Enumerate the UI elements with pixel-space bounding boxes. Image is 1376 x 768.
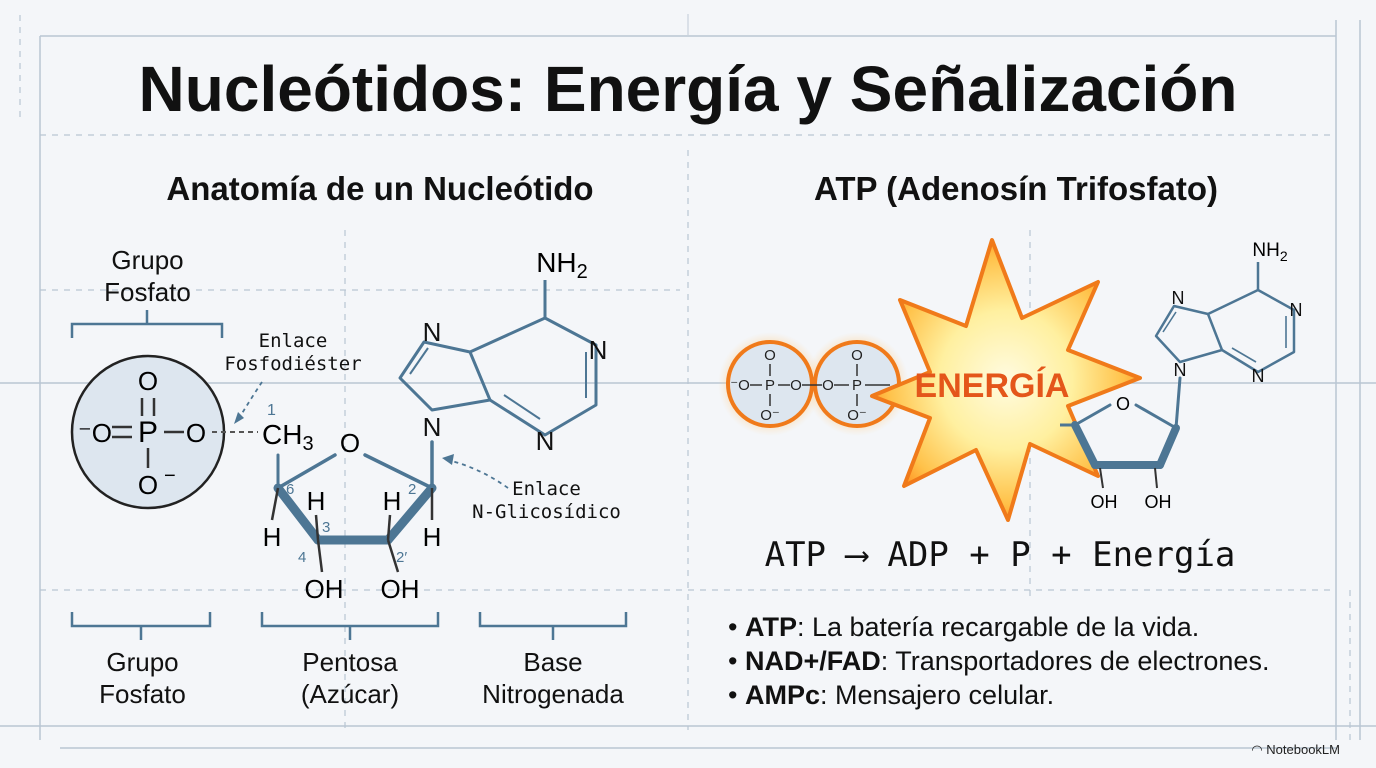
atp-heading: ATP (Adenosín Trifosfato) bbox=[814, 170, 1218, 207]
atp-p1: P bbox=[765, 377, 775, 394]
atp-p2-o-bottom: O⁻ bbox=[847, 407, 867, 424]
phosphodiester-bond-label: Enlace Fosfodiéster bbox=[218, 330, 368, 376]
adenine-N3: N bbox=[536, 426, 555, 456]
carbon-number-1: 1 bbox=[267, 402, 276, 419]
phosphodiester-label-line2: Fosfodiéster bbox=[224, 353, 362, 375]
oh-group-3: OH bbox=[305, 574, 344, 604]
phosphate-O-right: O bbox=[186, 418, 206, 448]
bottom-label-base: Base Nitrogenada bbox=[462, 646, 644, 710]
nucleotide-anatomy-heading: Anatomía de un Nucleótido bbox=[166, 170, 594, 207]
bullet-text-atp: : La batería recargable de la vida. bbox=[796, 612, 1200, 642]
bottom-label-pentose-line2: (Azúcar) bbox=[300, 679, 400, 709]
page-title: Nucleótidos: Energía y Señalización bbox=[138, 53, 1238, 125]
carbon-number-3: 3 bbox=[322, 519, 330, 536]
atp-adenine-N1: N bbox=[1290, 300, 1303, 320]
atp-p1-o-bottom: O⁻ bbox=[760, 407, 780, 424]
bullet-term-ampc: AMPc bbox=[744, 680, 820, 710]
h-atom-c5: H bbox=[263, 522, 282, 552]
atp-adenine-N3: N bbox=[1252, 366, 1265, 386]
adenine-N1: N bbox=[589, 335, 608, 365]
bottom-label-pentose-line1: Pentosa bbox=[302, 647, 398, 677]
bottom-label-base-line1: Base bbox=[523, 647, 583, 677]
notebooklm-watermark: ◠ NotebookLM bbox=[1251, 742, 1340, 758]
h-atom-c1: H bbox=[423, 522, 442, 552]
atp-ribose-O: O bbox=[1116, 394, 1130, 414]
phosphate-O-top: O bbox=[138, 366, 158, 396]
carbon-number-4: 4 bbox=[298, 549, 306, 566]
h-atom-c2: H bbox=[383, 486, 402, 516]
watermark-text: NotebookLM bbox=[1266, 742, 1340, 757]
atp-p1-o-left: ⁻O bbox=[730, 377, 750, 394]
top-phosphate-label-line1: Grupo bbox=[111, 245, 184, 275]
list-item: • NAD+/FAD: Transportadores de electrone… bbox=[728, 646, 1270, 676]
atp-adenine-N7: N bbox=[1172, 288, 1185, 308]
pentose-ring-O: O bbox=[340, 428, 360, 458]
phosphate-minus: − bbox=[164, 465, 176, 487]
nucleotide-structure: P O ⁻O O O − CH3 1 O H H H H OH OH 6 bbox=[70, 247, 628, 640]
carbon-number-2-prime: 2′ bbox=[396, 549, 407, 566]
bottom-label-phosphate-line1: Grupo bbox=[106, 647, 179, 677]
carbon-number-6: 6 bbox=[286, 481, 294, 498]
atp-p2: P bbox=[852, 377, 862, 394]
phosphate-P: P bbox=[138, 416, 158, 449]
atp-adenine-N9: N bbox=[1174, 360, 1187, 380]
oh-group-2: OH bbox=[381, 574, 420, 604]
phosphate-O-left: ⁻O bbox=[78, 418, 112, 448]
top-phosphate-bracket bbox=[70, 322, 224, 338]
energy-burst-label: ENERGÍA bbox=[915, 367, 1070, 405]
phosphodiester-label-line1: Enlace bbox=[258, 330, 328, 352]
bullet-text-ampc: : Mensajero celular. bbox=[819, 680, 1055, 710]
nucleotide-functions-list: • ATP: La batería recargable de la vida.… bbox=[728, 610, 1269, 712]
phosphate-circle-1 bbox=[726, 340, 814, 428]
bottom-label-phosphate: Grupo Fosfato bbox=[60, 646, 225, 710]
adenine-NH2: NH2 bbox=[536, 247, 588, 283]
h-atom-c3: H bbox=[307, 486, 326, 516]
bottom-label-phosphate-line2: Fosfato bbox=[99, 679, 186, 709]
glycosidic-label-line1: Enlace bbox=[512, 478, 581, 500]
atp-hydrolysis-equation: ATP ⟶ ADP + P + Energía bbox=[764, 535, 1236, 575]
top-phosphate-label-line2: Fosfato bbox=[104, 277, 191, 307]
top-phosphate-label: Grupo Fosfato bbox=[60, 244, 235, 308]
bottom-label-base-line2: Nitrogenada bbox=[482, 679, 624, 709]
ch3-group: CH3 bbox=[262, 419, 314, 455]
atp-adenine-NH2: NH2 bbox=[1252, 240, 1287, 264]
bullet-term-nad: NAD+/FAD bbox=[744, 646, 881, 676]
phosphate-O-bottom: O bbox=[138, 470, 158, 500]
atp-p2-o-top: O bbox=[851, 347, 863, 364]
glycosidic-bond-label: Enlace N-Glicosídico bbox=[464, 478, 629, 524]
carbon-number-2: 2 bbox=[408, 481, 416, 498]
atp-p1-o-top: O bbox=[764, 347, 776, 364]
adenine-N7: N bbox=[423, 317, 442, 347]
energy-burst bbox=[870, 238, 1142, 522]
atp-structure: P O O⁻ ⁻O O P O O⁻ O ENERGÍA O OH OH bbox=[718, 238, 1303, 522]
list-item: • ATP: La batería recargable de la vida. bbox=[728, 612, 1200, 642]
list-item: • AMPc: Mensajero celular. bbox=[728, 680, 1055, 710]
atp-oh-2: OH bbox=[1145, 492, 1172, 512]
atp-p1-o-right: O bbox=[790, 377, 802, 394]
atp-p2-o-left: O bbox=[822, 377, 834, 394]
glycosidic-label-line2: N-Glicosídico bbox=[472, 501, 621, 523]
bullet-text-nad: : Transportadores de electrones. bbox=[880, 646, 1270, 676]
adenine-N9: N bbox=[423, 412, 442, 442]
bottom-label-pentose: Pentosa (Azúcar) bbox=[260, 646, 440, 710]
notebooklm-logo-icon: ◠ bbox=[1251, 742, 1263, 757]
atp-oh-3: OH bbox=[1091, 492, 1118, 512]
bullet-term-atp: ATP bbox=[744, 612, 797, 642]
